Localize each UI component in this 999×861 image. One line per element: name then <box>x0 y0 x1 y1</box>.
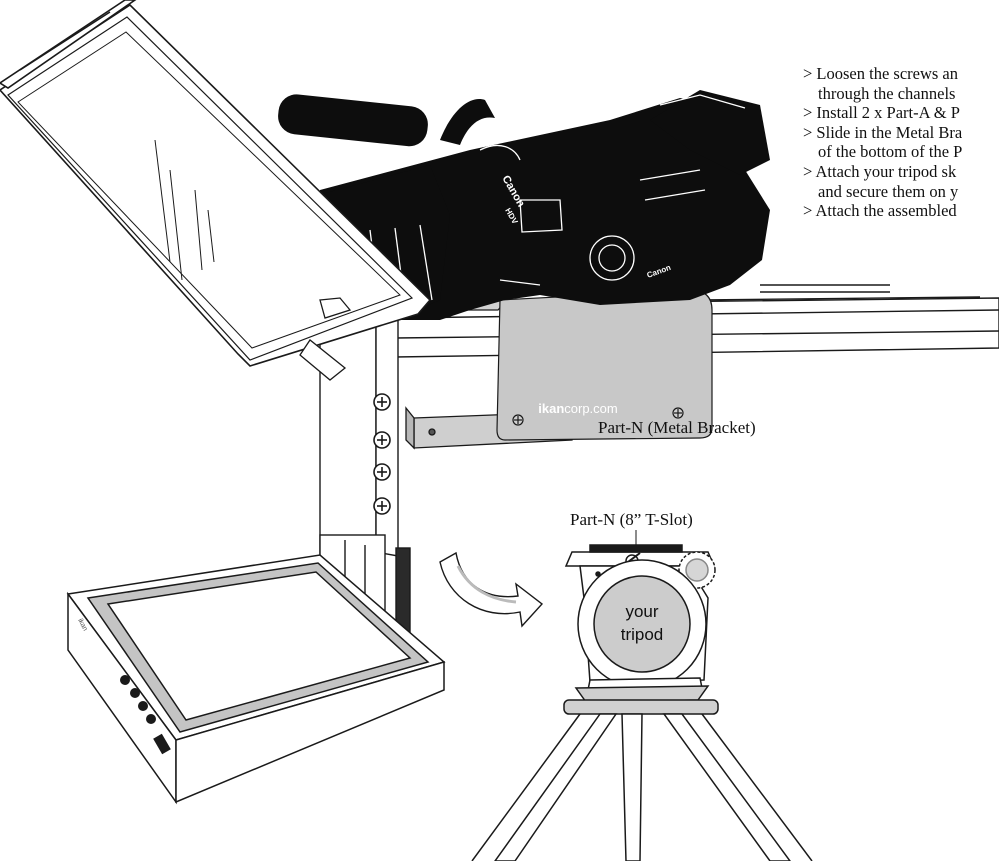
monitor: ikan <box>66 554 446 805</box>
instruction-line: through the channels <box>818 83 956 103</box>
beam-splitter-glass <box>0 0 432 381</box>
monitor-button-icon <box>130 688 140 698</box>
tslot-callout: Part-N (8” T-Slot) <box>570 510 693 529</box>
monitor-button-icon <box>146 714 156 724</box>
screw-icon <box>373 431 391 449</box>
instruction-line: > Attach your tripod sk <box>803 161 957 181</box>
metal-bracket-callout: Part-N (Metal Bracket) <box>598 418 756 437</box>
curved-arrow-icon <box>439 551 544 628</box>
brand-rest: corp.com <box>564 401 617 416</box>
instruction-line: and secure them on y <box>818 181 959 201</box>
screw-icon <box>373 497 391 515</box>
instruction-line: > Loosen the screws an <box>803 64 959 83</box>
screw-icon <box>373 463 391 481</box>
instruction-line: > Attach the assembled <box>803 201 957 221</box>
tripod-label-line1: your <box>625 602 658 621</box>
tripod-label-line2: tripod <box>621 625 664 644</box>
tripod-legs <box>471 713 813 861</box>
instruction-line: of the bottom of the P <box>818 142 963 162</box>
monitor-buttons <box>120 675 171 755</box>
brand-bold: ikan <box>538 401 564 416</box>
instruction-line: > Install 2 x Part-A & P <box>803 103 960 123</box>
screw-icon <box>373 393 391 411</box>
instruction-list: > Loosen the screws an through the chann… <box>803 64 999 221</box>
monitor-button-icon <box>120 675 130 685</box>
ikancorp-logo: ikancorp.com <box>538 401 617 416</box>
tripod-disc <box>593 575 691 673</box>
tripod-head <box>563 544 719 715</box>
column-screws <box>373 393 391 515</box>
monitor-button-icon <box>138 701 148 711</box>
instruction-line: > Slide in the Metal Bra <box>803 122 963 142</box>
monitor-switch-icon <box>153 733 171 755</box>
